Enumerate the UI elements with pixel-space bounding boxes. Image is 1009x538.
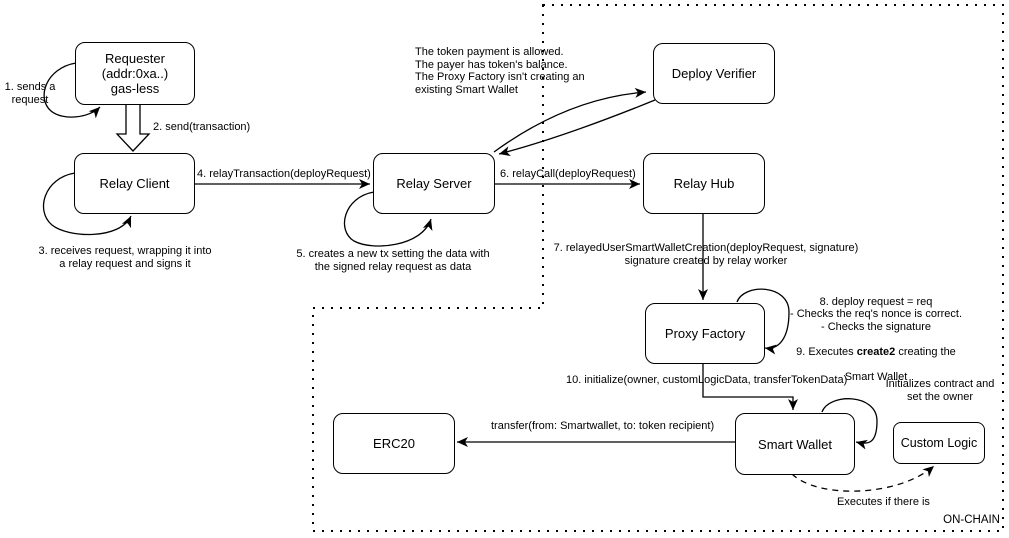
onchain-boundary xyxy=(312,4,1004,532)
note-step3: 3. receives request, wrapping it into a … xyxy=(38,245,212,270)
node-proxy-factory: Proxy Factory xyxy=(645,303,765,364)
note-proxy-checks: 8. deploy request = req - Checks the req… xyxy=(786,283,966,396)
node-relay-hub: Relay Hub xyxy=(643,153,765,214)
node-relay-server: Relay Server xyxy=(373,153,495,214)
send-transaction-block-arrow xyxy=(115,103,151,152)
note-proxy-checks-lines: 8. deploy request = req - Checks the req… xyxy=(789,295,963,333)
node-deploy-verifier: Deploy Verifier xyxy=(653,43,775,104)
edge-verify-request xyxy=(493,87,647,153)
loop-smart-wallet xyxy=(821,398,878,450)
node-custom-logic: Custom Logic xyxy=(893,422,985,464)
note-transfer: transfer(from: Smartwallet, to: token re… xyxy=(491,420,715,432)
loop-proxy-factory xyxy=(736,288,790,355)
loop-relay-client xyxy=(42,172,132,236)
edge-executes-custom-logic xyxy=(791,465,935,492)
note-proxy-checks-line4-pre: 9. Executes xyxy=(796,345,857,358)
note-executes: Executes if there is xyxy=(837,496,930,508)
note-step2: 2. send(transaction) xyxy=(153,121,251,133)
note-step4: 4. relayTransaction(deployRequest) xyxy=(197,168,371,180)
onchain-label: ON-CHAIN xyxy=(943,514,1000,526)
loop-requester xyxy=(43,62,101,119)
loop-relay-server xyxy=(343,191,433,247)
note-proxy-checks-create2: create2 xyxy=(856,345,896,358)
note-step1: 1. sends a request xyxy=(4,81,56,106)
note-step7: 7. relayedUserSmartWalletCreation(deploy… xyxy=(553,242,859,267)
node-requester: Requester (addr:0xa..) gas-less xyxy=(75,42,195,105)
note-verifier-checks: The token payment is allowed. The payer … xyxy=(415,46,585,96)
note-step10: 10. initialize(owner, customLogicData, t… xyxy=(566,374,848,386)
node-relay-client: Relay Client xyxy=(74,153,195,214)
note-proxy-checks-line4: 9. Executes create2 creating the xyxy=(786,346,966,359)
note-init-owner: Initializes contract and set the owner xyxy=(885,378,995,403)
edge-verify-response xyxy=(498,99,656,157)
note-step6: 6. relayCall(deployRequest) xyxy=(500,168,636,180)
note-proxy-checks-line5: Smart Wallet xyxy=(844,370,908,383)
node-erc20: ERC20 xyxy=(333,413,455,474)
note-proxy-checks-line4-post: creating the xyxy=(895,345,956,358)
note-step5: 5. creates a new tx setting the data wit… xyxy=(296,248,490,273)
edge-initialize xyxy=(702,362,798,410)
node-smart-wallet: Smart Wallet xyxy=(735,413,855,475)
